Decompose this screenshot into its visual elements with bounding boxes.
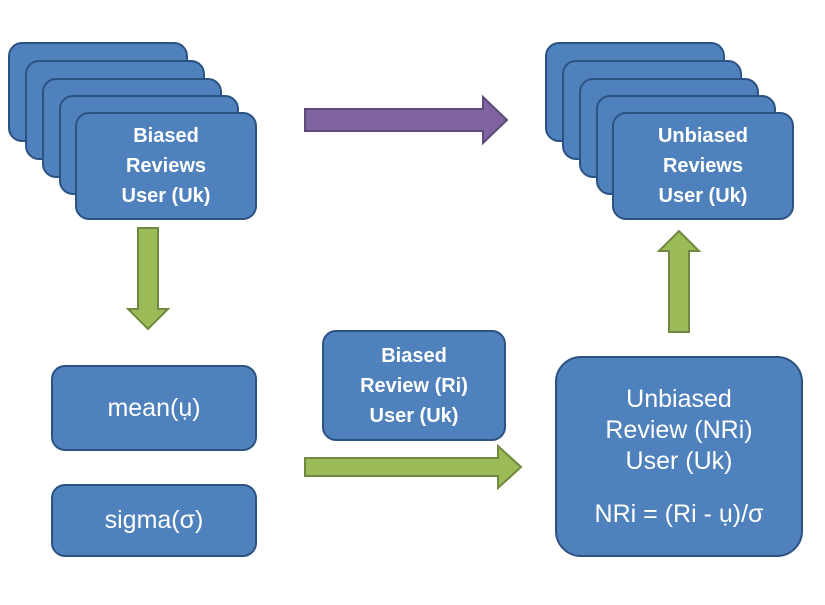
green-arrow-up [656,229,702,333]
biased-reviews-line-2: Reviews [125,155,207,177]
unbiased-reviews-line-3: User (Uk) [658,185,748,207]
biased-reviews-line-1: Biased [133,125,199,147]
mean-box: mean(ụ) [51,365,257,451]
unbiased-reviews-line-2: Reviews [662,155,744,177]
unbiased-review-line-2: Review (NRi) [605,415,753,444]
mean-label: mean(ụ) [107,393,201,422]
biased-review-box: Biased Review (Ri) User (Uk) [322,330,506,441]
purple-arrow-right [304,94,509,146]
biased-review-line-1: Biased [381,344,447,367]
sigma-box: sigma(σ) [51,484,257,557]
unbiased-review-box: Unbiased Review (NRi) User (Uk) NRi = (R… [555,356,803,557]
green-arrow-down [125,227,171,331]
unbiased-reviews-card: Unbiased Reviews User (Uk) [612,112,794,220]
unbiased-reviews-line-1: Unbiased [657,125,749,147]
biased-review-line-2: Review (Ri) [360,374,468,397]
biased-reviews-line-3: User (Uk) [121,185,211,207]
sigma-label: sigma(σ) [104,506,204,534]
unbiased-review-line-1: Unbiased [626,384,732,413]
biased-review-line-3: User (Uk) [369,404,459,427]
biased-reviews-card: Biased Reviews User (Uk) [75,112,257,220]
unbiased-review-line-3: User (Uk) [625,446,733,475]
green-arrow-right [304,443,523,491]
normalization-formula: NRi = (Ri - ụ)/σ [594,499,764,528]
